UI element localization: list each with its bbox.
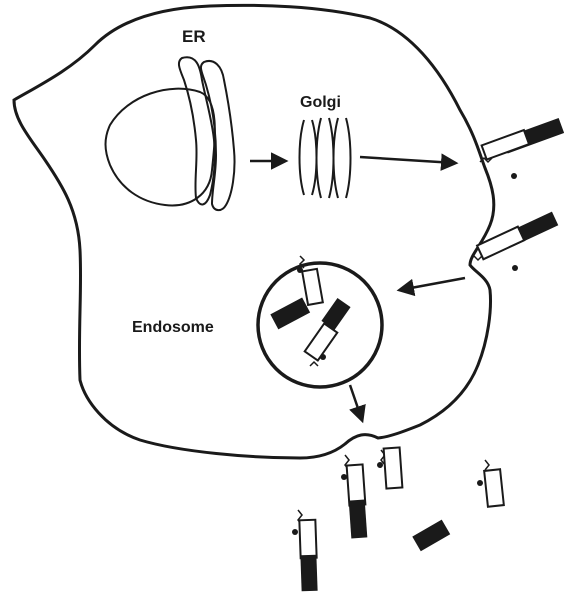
golgi-label: Golgi [300,94,341,111]
released-free-ligand [412,520,450,552]
er-label: ER [182,27,206,46]
surface-receptor-complex-1 [480,118,564,179]
released-receptor-2 [477,460,504,507]
released-complex-1 [341,455,367,539]
golgi-cisterna-2 [317,118,334,198]
membrane-to-endosome-arrow [400,278,465,290]
endosome-label: Endosome [132,319,214,336]
golgi-cisterna-3 [334,118,351,198]
endosome-to-membrane-arrow [350,385,362,420]
nucleus [106,89,215,206]
released-complex-2 [292,510,318,591]
released-receptor-1 [377,447,402,488]
endosome-free-ligand [270,297,310,329]
cell-membrane [14,5,494,458]
endosome-receptor-complex [305,298,351,366]
golgi-cisterna-1 [300,120,317,195]
golgi-to-membrane-arrow [360,157,455,163]
